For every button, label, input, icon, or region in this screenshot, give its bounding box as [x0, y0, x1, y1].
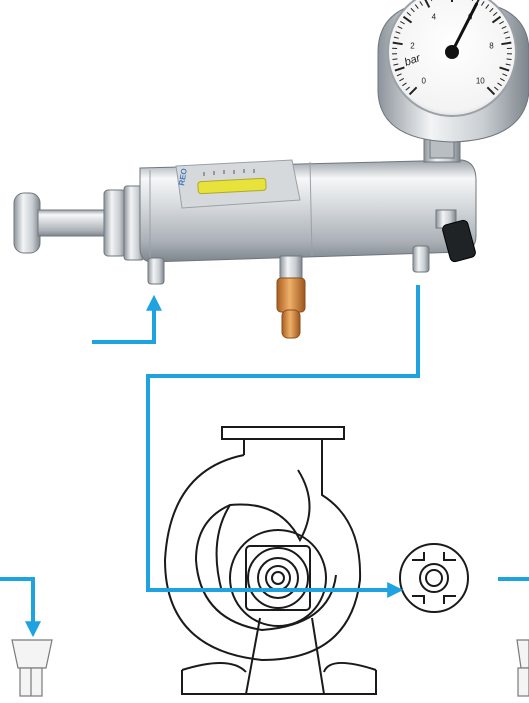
gauge-tick [501, 41, 512, 46]
gauge-tick [430, 0, 433, 2]
right-collection-cup [516, 639, 529, 697]
gauge-number: 10 [476, 76, 485, 85]
gauge-tick [492, 11, 498, 17]
left-collection-cup [11, 639, 53, 697]
gauge-tick [395, 31, 401, 34]
tester-to-pump-line [146, 285, 420, 598]
gauge-tick [406, 11, 412, 17]
gauge-tick [393, 63, 399, 66]
gauge-tick [424, 0, 431, 8]
gauge-tick [505, 63, 511, 66]
gauge-tick [396, 73, 402, 77]
gauge-tick [405, 86, 410, 91]
gauge-tick [499, 78, 505, 82]
pressure-tester: REO [13, 129, 477, 339]
gauge-tick [402, 82, 407, 87]
gauge-tick [501, 26, 507, 30]
gauge-tick [408, 86, 418, 96]
inlet-nipple [147, 257, 165, 285]
gauge-tick [502, 73, 508, 77]
gauge-tick [397, 26, 403, 30]
gauge-tick [410, 7, 415, 13]
brand-label: REO [177, 168, 189, 187]
brass-probe [276, 277, 306, 313]
gauge-tick [481, 1, 485, 6]
gauge-tick [486, 86, 496, 96]
handle-knob[interactable] [13, 192, 41, 254]
flow-lines [0, 285, 529, 638]
gauge-unit: bar [403, 52, 423, 69]
gauge-tick [494, 86, 499, 91]
pump-outlet-flange [221, 426, 345, 440]
gauge-tick [399, 78, 405, 82]
gauge-tick [485, 4, 490, 9]
pump-volute-inner [194, 469, 337, 632]
sight-window [197, 177, 267, 195]
gauge-tick [505, 36, 511, 39]
gauge-tick [491, 15, 502, 24]
centrifugal-pump [163, 426, 469, 695]
pump-stand [181, 617, 377, 695]
gauge-tick [393, 36, 399, 39]
inlet-flow-arrow [92, 294, 162, 344]
pressure-gauge: 0246810 bar [377, 0, 529, 143]
outlet-nipple [412, 245, 430, 273]
gauge-tick [499, 66, 510, 72]
gauge-tick [497, 82, 502, 87]
gauge-tick [503, 31, 509, 34]
sight-scale-marks [203, 169, 255, 176]
gauge-nut [429, 139, 455, 159]
gauge-tick [506, 58, 512, 61]
gauge-number: 2 [410, 42, 415, 51]
gauge-tick [392, 41, 403, 46]
gauge-number: 4 [432, 12, 437, 21]
pump-impeller [229, 529, 327, 627]
gauge-needle [450, 2, 479, 54]
gauge-tick [392, 58, 398, 61]
left-cup-arrow [0, 577, 41, 638]
pump-coupling [399, 543, 469, 613]
gauge-tick [414, 4, 419, 9]
plunger-rod [37, 209, 111, 237]
brass-probe-tip [281, 309, 301, 339]
gauge-tick [489, 7, 494, 13]
gauge-tick [499, 21, 504, 25]
gauge-number: 8 [489, 42, 494, 51]
pump-volute [163, 454, 362, 662]
plunger-collar [103, 189, 127, 257]
valve-knob[interactable] [442, 219, 477, 263]
gauge-hub [445, 45, 459, 59]
gauge-tick [400, 21, 405, 25]
gauge-tick [471, 0, 474, 2]
gauge-tick [394, 66, 405, 72]
gauge-number: 0 [421, 76, 426, 85]
gauge-tick [402, 15, 413, 24]
gauge-tick [419, 1, 423, 6]
